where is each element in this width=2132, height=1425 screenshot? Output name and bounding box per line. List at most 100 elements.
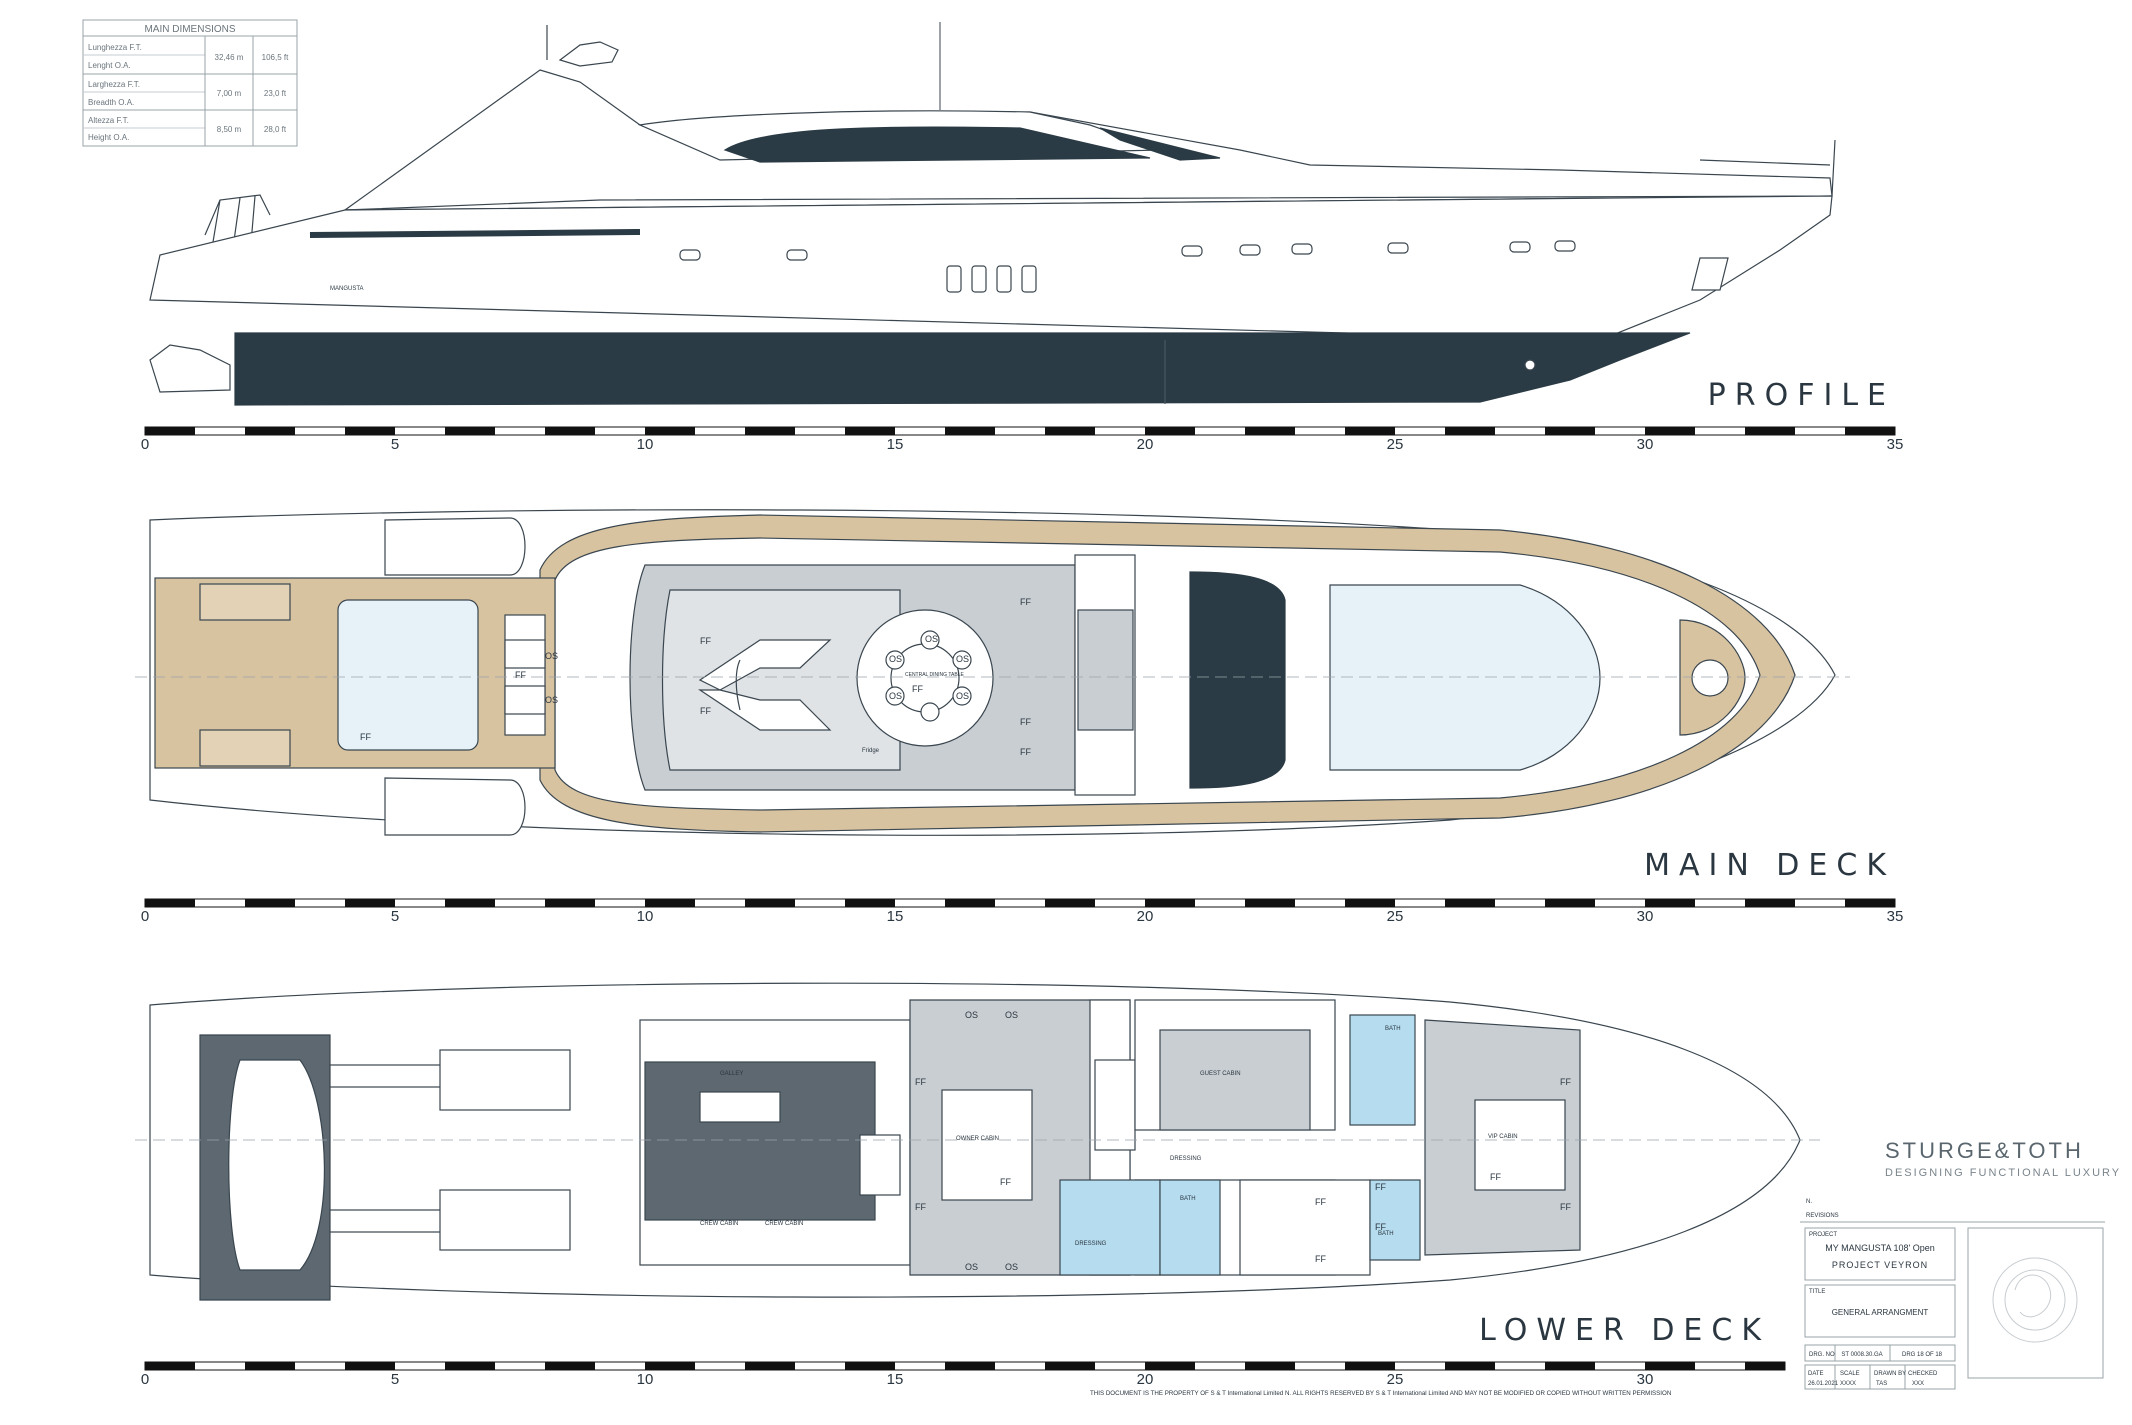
scale-segment (1145, 899, 1195, 907)
scale-tick-label: 25 (1387, 1371, 1404, 1388)
scale-segment (445, 427, 495, 435)
lower-room-label: OS (1005, 1262, 1018, 1272)
brand-block: STURGE&TOTH DESIGNING FUNCTIONAL LUXURY (1885, 1138, 2121, 1179)
scale-segment (1045, 427, 1095, 435)
scale-segment (1645, 1362, 1695, 1370)
scale-segment (1445, 899, 1495, 907)
scale-tick-label: 35 (1887, 436, 1904, 453)
main-room-label: FF (1020, 597, 1031, 607)
scale-tick-label: 35 (1887, 908, 1904, 925)
lower-deck-title: LOWER DECK (1479, 1313, 1770, 1348)
scale-tick-label: 30 (1637, 436, 1654, 453)
scale-segment (545, 1362, 595, 1370)
scale-segment (945, 899, 995, 907)
dim-label: Larghezza F.T. (88, 80, 140, 89)
scale-segment (245, 899, 295, 907)
lower-room-label: GALLEY (720, 1071, 743, 1077)
tb-drawn-label: DRAWN BY (1874, 1371, 1906, 1377)
scale-segment (1745, 899, 1795, 907)
main-room-label: OS (545, 651, 558, 661)
tb-date-label: DATE (1808, 1371, 1824, 1377)
scale-tick-label: 20 (1137, 436, 1154, 453)
lower-room-label: BATH (1180, 1196, 1196, 1202)
main-room-label: FF (912, 684, 923, 694)
scale-segment (445, 1362, 495, 1370)
tb-scale-value: XXXX (1840, 1381, 1856, 1387)
main-dimensions-table: MAIN DIMENSIONS Lunghezza F.T. Lenght O.… (82, 19, 298, 147)
lower-room-label: BATH (1385, 1026, 1401, 1032)
scale-segment (745, 899, 795, 907)
main-room-label: CENTRAL DINING TABLE (905, 672, 964, 678)
lower-room-label: FF (1315, 1197, 1326, 1207)
lower-room-label: FF (1560, 1202, 1571, 1212)
scale-tick-label: 10 (637, 908, 654, 925)
scale-tick-label: 0 (141, 1371, 149, 1388)
tb-checked-value: XXX (1912, 1381, 1924, 1387)
tb-project-line2: PROJECT VEYRON (1832, 1260, 1928, 1270)
scale-segment (645, 1362, 695, 1370)
scale-segment (645, 427, 695, 435)
scale-segment (1645, 899, 1695, 907)
tb-note-value: REVISIONS (1806, 1213, 1839, 1219)
aft-sunpad (337, 599, 479, 751)
scale-segment (545, 899, 595, 907)
scale-tick-label: 5 (391, 908, 399, 925)
scale-tick-label: 15 (887, 436, 904, 453)
scale-segment (1845, 899, 1895, 907)
scale-segment (845, 899, 895, 907)
dim-label: Altezza F.T. (88, 116, 129, 125)
tb-date-value: 26.01.2021 (1808, 1381, 1839, 1387)
scale-segment (745, 427, 795, 435)
scale-segment (1845, 427, 1895, 435)
tb-title-label: TITLE (1809, 1289, 1825, 1295)
main-room-label: FF (700, 636, 711, 646)
crew-galley (644, 1061, 876, 1221)
scale-segment (1445, 1362, 1495, 1370)
dim-value: 7,00 m (217, 89, 242, 98)
scale-tick-label: 30 (1637, 1371, 1654, 1388)
scale-tick-label: 0 (141, 436, 149, 453)
tb-drawn-value: TAS (1876, 1381, 1887, 1387)
guest-cabin (1159, 1029, 1311, 1131)
scale-tick-label: 5 (391, 1371, 399, 1388)
scale-tick-label: 15 (887, 908, 904, 925)
lower-room-label: FF (1560, 1077, 1571, 1087)
scale-tick-label: 10 (637, 1371, 654, 1388)
scale-bar-lower-deck: 0 5 10 15 20 25 30 (141, 1361, 1786, 1388)
scale-segment (1245, 899, 1295, 907)
dim-value: 8,50 m (217, 125, 242, 134)
main-room-label: FF (360, 732, 371, 742)
scale-tick-label: 5 (391, 436, 399, 453)
brand-tagline: DESIGNING FUNCTIONAL LUXURY (1885, 1167, 2121, 1179)
bow-sunpad (1329, 584, 1601, 771)
scale-tick-label: 15 (887, 1371, 904, 1388)
main-deck-view (135, 509, 1850, 836)
scale-segment (1745, 427, 1795, 435)
bath-1 (1059, 1179, 1161, 1276)
lower-room-label: DRESSING (1170, 1156, 1202, 1162)
scale-segment (1545, 899, 1595, 907)
scale-segment (545, 427, 595, 435)
scale-segment (345, 427, 395, 435)
lower-deck-view (135, 982, 1820, 1301)
scale-segment (1545, 1362, 1595, 1370)
main-room-label: OS (889, 691, 902, 701)
tb-checked-label: CHECKED (1908, 1371, 1938, 1377)
scale-segment (1645, 427, 1695, 435)
profile-hull-dark (234, 332, 1691, 406)
scale-segment (1445, 427, 1495, 435)
scale-segment (945, 427, 995, 435)
main-room-label: OS (545, 695, 558, 705)
dim-value: 106,5 ft (262, 53, 289, 62)
scale-segment (845, 427, 895, 435)
scale-segment (245, 427, 295, 435)
tb-scale-label: SCALE (1840, 1371, 1860, 1377)
scale-segment (1045, 1362, 1095, 1370)
dim-label: Lunghezza F.T. (88, 43, 142, 52)
tb-project-line1: MY MANGUSTA 108' Open (1825, 1243, 1934, 1253)
bath-4 (1349, 1014, 1416, 1126)
lower-room-label: GUEST CABIN (1200, 1071, 1241, 1077)
profile-title: PROFILE (1708, 378, 1895, 413)
scale-segment (145, 1362, 195, 1370)
